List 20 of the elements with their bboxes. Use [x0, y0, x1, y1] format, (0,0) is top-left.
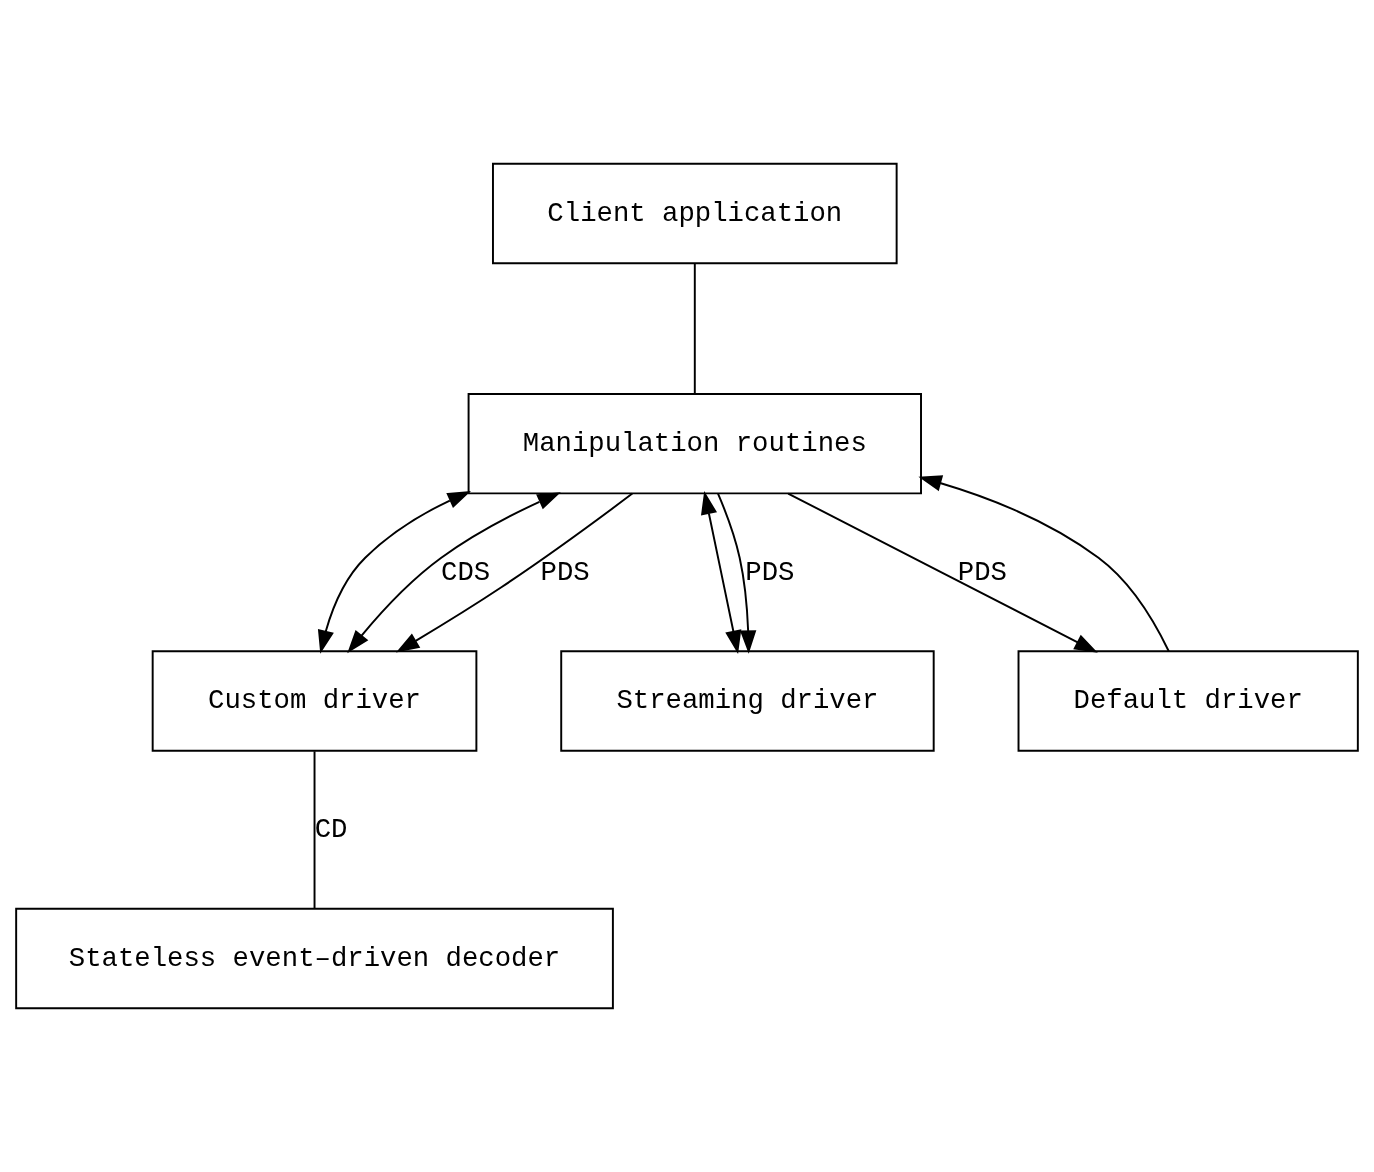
arrow — [347, 492, 561, 654]
node-box: Stateless event–driven decoder — [15, 907, 614, 1010]
node-box: Custom driver — [151, 650, 478, 752]
node-box: Streaming driver — [560, 650, 935, 752]
node-box: Manipulation routines — [467, 392, 922, 495]
arrow — [395, 492, 634, 653]
edge-label: PDS — [745, 556, 795, 588]
node-box: Default driver — [1017, 650, 1359, 752]
arrow — [717, 492, 757, 654]
edge-label: PDS — [540, 556, 590, 588]
arrow — [787, 492, 1098, 653]
arrow — [317, 491, 472, 654]
arrow — [918, 475, 1170, 653]
connector — [693, 262, 696, 395]
edge-label: PDS — [957, 556, 1008, 588]
node-box: Client application — [492, 162, 898, 265]
arrow — [700, 491, 742, 654]
edge-label: CDS — [441, 556, 491, 588]
connector — [313, 750, 316, 910]
edge-label: CD — [314, 813, 348, 845]
